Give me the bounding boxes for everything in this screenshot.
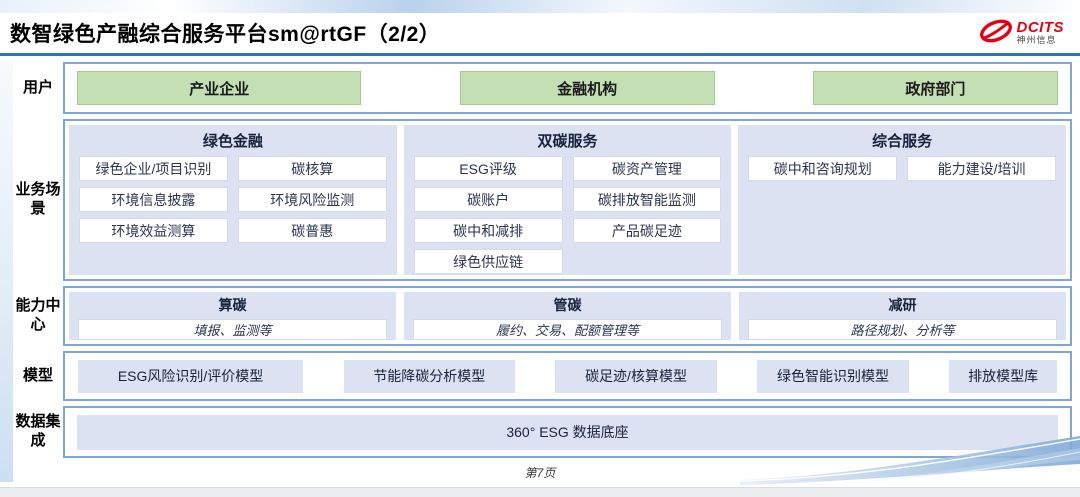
models-container: ESG风险识别/评价模型 节能降碳分析模型 碳足迹/核算模型 绿色智能识别模型 … bbox=[63, 351, 1072, 401]
row-models: 模型 ESG风险识别/评价模型 节能降碳分析模型 碳足迹/核算模型 绿色智能识别… bbox=[13, 351, 1072, 401]
left-gradient-strip bbox=[0, 62, 13, 482]
user-box: 政府部门 bbox=[812, 71, 1058, 105]
capability-cell: 算碳 填报、监测等 bbox=[69, 292, 396, 340]
row-business-scenarios: 业务场景 绿色金融 绿色企业/项目识别 碳核算 环境信息披露 环境风险监测 环境… bbox=[13, 119, 1072, 281]
data-platform-box: 360° ESG 数据底座 bbox=[77, 414, 1058, 450]
row-data-integration: 数据集成 360° ESG 数据底座 bbox=[13, 406, 1072, 458]
bottom-gray-bar bbox=[0, 487, 1080, 497]
slide-title: 数智绿色产融综合服务平台sm@rtGF（2/2） bbox=[10, 23, 441, 46]
model-box: 排放模型库 bbox=[949, 359, 1057, 393]
row-label-users: 用户 bbox=[22, 78, 53, 96]
data-integration-container: 360° ESG 数据底座 bbox=[63, 406, 1072, 458]
scenario-column-title: 绿色金融 bbox=[202, 133, 263, 150]
model-box: ESG风险识别/评价模型 bbox=[78, 359, 304, 393]
scenario-item: ESG评级 bbox=[413, 156, 563, 181]
scenario-item: 碳排放智能监测 bbox=[572, 187, 722, 212]
row-users: 用户 产业企业 金融机构 政府部门 bbox=[13, 62, 1072, 114]
scenario-item: 产品碳足迹 bbox=[572, 218, 722, 243]
scenario-column-title: 双碳服务 bbox=[537, 133, 598, 150]
row-label-business-scenarios: 业务场景 bbox=[15, 181, 61, 217]
model-box: 节能降碳分析模型 bbox=[343, 359, 515, 393]
scenario-item: 环境风险监测 bbox=[237, 187, 387, 212]
row-label-data-integration: 数据集成 bbox=[15, 413, 61, 449]
title-divider-line bbox=[0, 53, 1080, 56]
company-logo: DCITS 神州信息 bbox=[978, 18, 1065, 49]
capability-desc: 履约、交易、配额管理等 bbox=[413, 319, 722, 340]
row-label-capability-center: 能力中心 bbox=[15, 297, 61, 333]
title-bar: 数智绿色产融综合服务平台sm@rtGF（2/2） DCITS 神州信息 bbox=[0, 13, 1080, 53]
scenario-column-comprehensive: 综合服务 碳中和咨询规划 能力建设/培训 bbox=[738, 125, 1067, 275]
scenarios-container: 绿色金融 绿色企业/项目识别 碳核算 环境信息披露 环境风险监测 环境效益测算 … bbox=[63, 119, 1072, 281]
logo-sub-text: 神州信息 bbox=[1016, 35, 1057, 46]
capability-desc: 路径规划、分析等 bbox=[748, 319, 1057, 340]
scenario-item: 绿色企业/项目识别 bbox=[79, 156, 228, 181]
scenario-item: 碳核算 bbox=[237, 156, 387, 181]
page-number: 第7页 bbox=[524, 466, 556, 480]
capability-container: 算碳 填报、监测等 管碳 履约、交易、配额管理等 减研 路径规划、分析等 bbox=[63, 286, 1072, 346]
capability-desc: 填报、监测等 bbox=[78, 319, 387, 340]
scenario-item: 绿色供应链 bbox=[413, 249, 563, 274]
scenario-column-title: 综合服务 bbox=[872, 133, 933, 150]
model-box: 绿色智能识别模型 bbox=[757, 359, 909, 393]
scenario-column-green-finance: 绿色金融 绿色企业/项目识别 碳核算 环境信息披露 环境风险监测 环境效益测算 … bbox=[69, 125, 397, 275]
scenario-item: 碳中和减排 bbox=[413, 218, 563, 243]
scenario-item: 碳资产管理 bbox=[572, 156, 722, 181]
user-box: 金融机构 bbox=[459, 71, 715, 105]
user-box: 产业企业 bbox=[77, 71, 362, 105]
users-container: 产业企业 金融机构 政府部门 bbox=[63, 62, 1072, 114]
dcits-swoosh-icon bbox=[978, 18, 1014, 49]
capability-cell: 管碳 履约、交易、配额管理等 bbox=[404, 292, 731, 340]
capability-title: 管碳 bbox=[553, 297, 582, 313]
scenario-item: 碳中和咨询规划 bbox=[748, 156, 898, 181]
row-capability-center: 能力中心 算碳 填报、监测等 管碳 履约、交易、配额管理等 减研 路径规划、分析… bbox=[13, 286, 1072, 346]
scenario-column-dual-carbon: 双碳服务 ESG评级 碳资产管理 碳账户 碳排放智能监测 碳中和减排 产品碳足迹… bbox=[403, 125, 732, 275]
capability-title: 减研 bbox=[888, 297, 917, 313]
header-decoration-band bbox=[0, 0, 1080, 13]
scenario-item: 能力建设/培训 bbox=[907, 156, 1057, 181]
logo-brand-text: DCITS bbox=[1016, 19, 1064, 37]
scenario-item: 环境效益测算 bbox=[79, 218, 228, 243]
capability-cell: 减研 路径规划、分析等 bbox=[739, 292, 1066, 340]
row-label-models: 模型 bbox=[22, 366, 53, 384]
architecture-diagram: 用户 产业企业 金融机构 政府部门 业务场景 绿色金融 绿色企业/项目识别 碳核… bbox=[13, 62, 1072, 458]
model-box: 碳足迹/核算模型 bbox=[555, 359, 717, 393]
scenario-item: 碳账户 bbox=[413, 187, 563, 212]
scenario-item: 碳普惠 bbox=[237, 218, 387, 243]
capability-title: 算碳 bbox=[218, 297, 247, 313]
scenario-item: 环境信息披露 bbox=[79, 187, 228, 212]
